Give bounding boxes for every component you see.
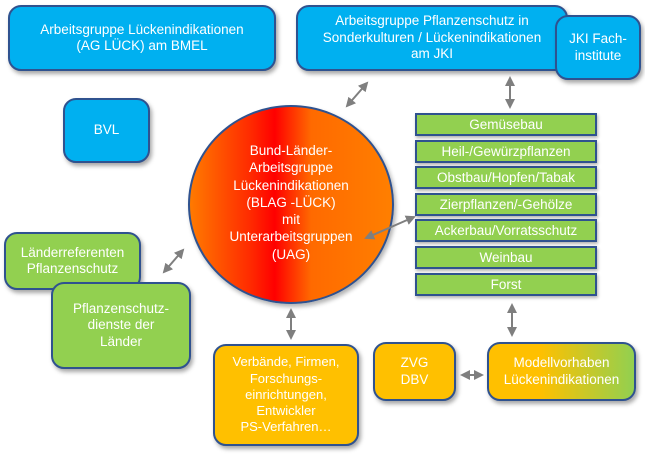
jki-fachinstitute-box: JKI Fach- institute bbox=[555, 15, 641, 80]
crop-group-gemuesebau: Gemüsebau bbox=[415, 113, 597, 136]
verbaende-label: Verbände, Firmen, Forschungs- einrichtun… bbox=[232, 354, 340, 435]
crop-group-heil-gewuerzpflanzen: Heil-/Gewürzpflanzen bbox=[415, 139, 597, 163]
crop-group-forst: Forst bbox=[415, 272, 597, 296]
zvg-dbv-box: ZVG DBV bbox=[373, 342, 456, 401]
ag-jki-label: Arbeitsgruppe Pflanzenschutz in Sonderku… bbox=[322, 13, 542, 62]
blag-circle: Bund-Länder- Arbeitsgruppe Lückenindikat… bbox=[188, 105, 394, 304]
blag-label: Bund-Länder- Arbeitsgruppe Lückenindikat… bbox=[229, 143, 353, 262]
crop-group-zierpflanzen-gehoelze: Zierpflanzen/-Gehölze bbox=[415, 192, 597, 216]
ag-lueck-bmel-label: Arbeitsgruppe Lückenindikationen (AG LÜC… bbox=[40, 21, 244, 53]
pflanzenschutzdienste-box: Pflanzenschutz- dienste der Länder bbox=[51, 282, 191, 369]
ag-jki-box: Arbeitsgruppe Pflanzenschutz in Sonderku… bbox=[296, 5, 568, 71]
crop-group-obstbau-hopfen-tabak: Obstbau/Hopfen/Tabak bbox=[415, 166, 597, 190]
arrow-blag-laender bbox=[162, 248, 185, 274]
verbaende-box: Verbände, Firmen, Forschungs- einrichtun… bbox=[213, 344, 359, 446]
arrow-blag-agjki bbox=[345, 81, 369, 108]
bvl-label: BVL bbox=[93, 122, 120, 138]
crop-group-weinbau: Weinbau bbox=[415, 245, 597, 269]
crop-group-ackerbau-vorratsschutz: Ackerbau/Vorratsschutz bbox=[415, 219, 597, 243]
crop-group-list: Gemüsebau Heil-/Gewürzpflanzen Obstbau/H… bbox=[415, 113, 597, 299]
modellvorhaben-box: Modellvorhaben Lückenindikationen bbox=[487, 342, 636, 401]
pflanzenschutzdienste-label: Pflanzenschutz- dienste der Länder bbox=[72, 300, 170, 349]
laenderreferenten-box: Länderreferenten Pflanzenschutz bbox=[4, 232, 141, 290]
ag-lueck-bmel-box: Arbeitsgruppe Lückenindikationen (AG LÜC… bbox=[8, 5, 276, 71]
bvl-box: BVL bbox=[63, 98, 150, 163]
modellvorhaben-label: Modellvorhaben Lückenindikationen bbox=[503, 355, 620, 387]
zvg-dbv-label: ZVG DBV bbox=[400, 355, 429, 387]
laenderreferenten-label: Länderreferenten Pflanzenschutz bbox=[20, 244, 125, 276]
jki-fachinstitute-label: JKI Fach- institute bbox=[569, 31, 627, 63]
